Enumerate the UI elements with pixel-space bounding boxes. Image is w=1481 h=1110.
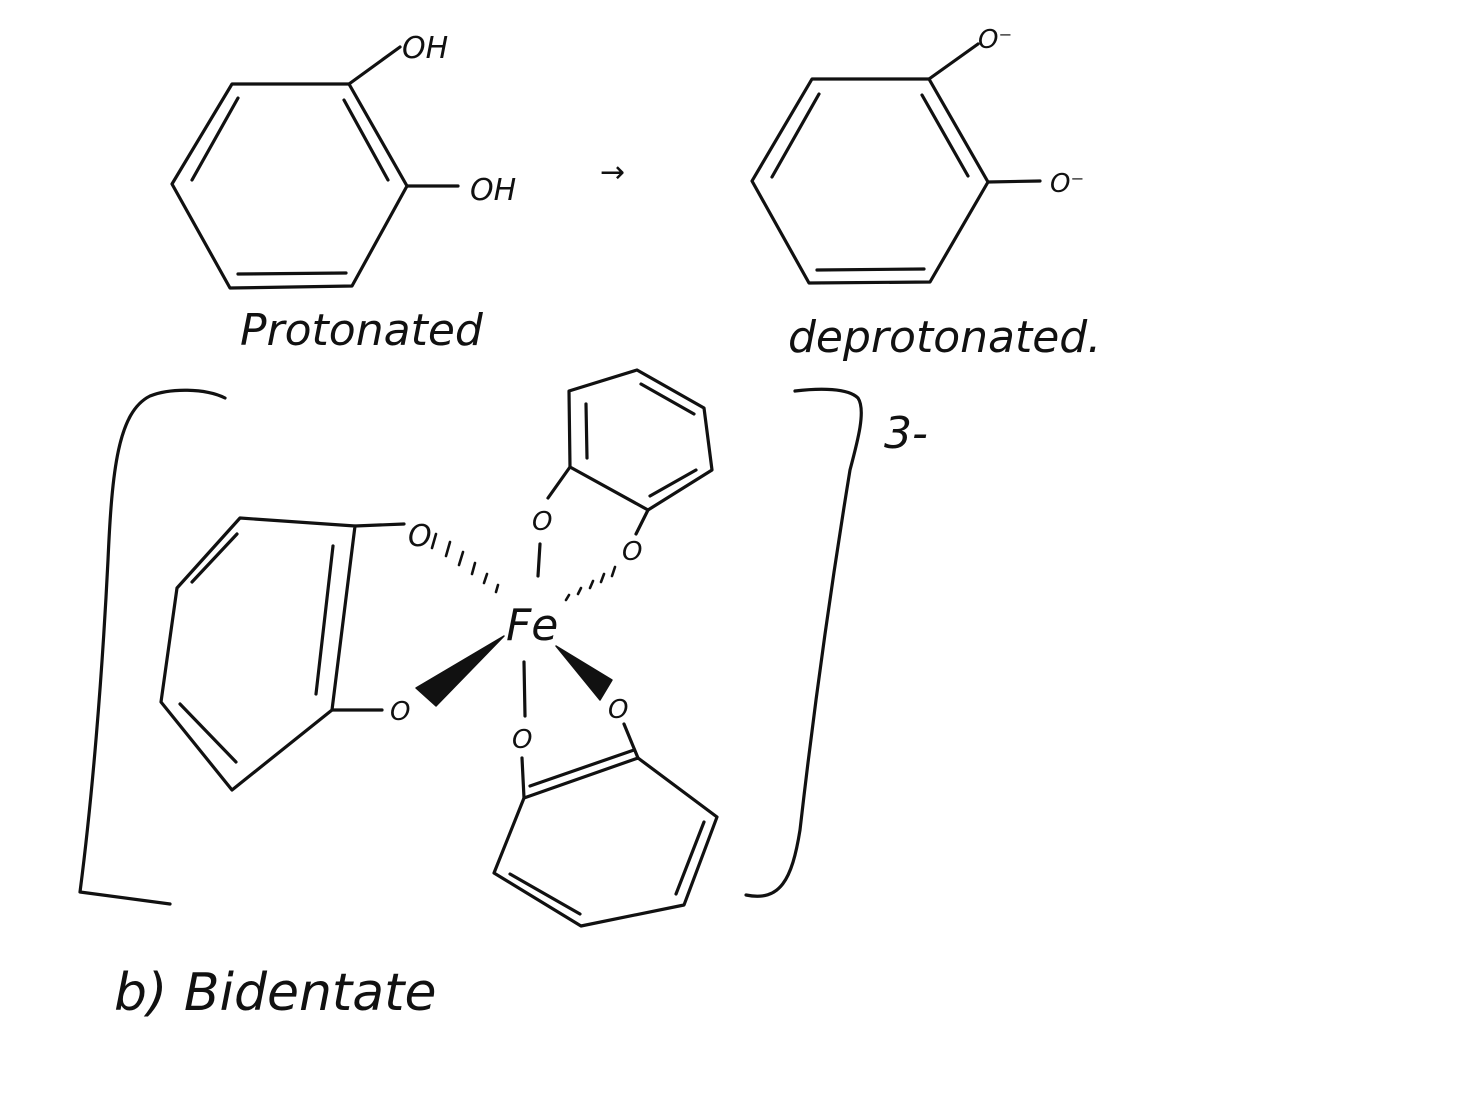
ligand3-oxygen-left: O: [512, 725, 532, 755]
ligand1-bond-to-o1: [546, 465, 572, 500]
product-bond-top-o: [927, 42, 980, 81]
ligand2-double-bond-a: [314, 544, 335, 696]
ligand3-double-bond-b: [674, 820, 706, 896]
reactant-benzene-ring: [170, 82, 409, 290]
ligand3-bond-to-o-left: [520, 756, 526, 800]
ligand2-bond-to-o-top: [353, 522, 406, 528]
ligand1-oxygen-1: O: [532, 507, 552, 537]
right-bracket: [744, 387, 863, 898]
reactant-double-bond-inner-left: [190, 96, 240, 182]
complex-brackets: 3-: [78, 387, 928, 906]
ligand3-double-bond-c: [508, 872, 582, 916]
product-benzene-ring: [750, 77, 990, 285]
ligand-top-right: O O: [532, 368, 714, 602]
ligand2-double-bond-b: [190, 532, 239, 584]
reactant-bond-top-oh: [347, 45, 402, 86]
ligand1-double-bond-c: [648, 468, 698, 498]
product-caption: deprotonated.: [788, 312, 1101, 363]
complex-charge: 3-: [884, 408, 928, 459]
answer-label: b) Bidentate: [114, 963, 437, 1023]
metal-center-fe: Fe: [506, 600, 558, 651]
ligand1-fe-o1-bond: [536, 542, 542, 578]
ligand2-benzene-ring: [159, 516, 357, 792]
reactant-double-bond-inner-bottom: [236, 271, 348, 276]
ligand3-fe-o-left-bond: [522, 660, 527, 718]
product-bond-right-o: [986, 179, 1042, 184]
reactant-oh-right: OH: [470, 173, 516, 208]
ligand1-bond-to-o2: [634, 508, 650, 536]
ligand-left: O O: [159, 516, 505, 792]
ligand2-fe-o-hashed-bond: [430, 532, 500, 594]
reactant-caption: Protonated: [240, 305, 484, 356]
ligand1-benzene-ring: [567, 368, 714, 512]
ligand3-fe-o-right-wedge-bond: [555, 645, 613, 701]
product-o-minus-right: O⁻: [1050, 169, 1084, 199]
product-o-minus-top: O⁻: [978, 25, 1012, 55]
catechol-protonated: OH OH Protonated: [170, 31, 516, 356]
ligand3-oxygen-right: O: [608, 695, 628, 725]
reaction-arrow: →: [600, 155, 625, 190]
ligand3-double-bond-a: [528, 748, 636, 788]
reactant-oh-top: OH: [402, 31, 448, 66]
catecholate-deprotonated: O⁻ O⁻ deprotonated.: [750, 25, 1101, 363]
ligand3-bond-to-o-right: [622, 722, 640, 760]
product-double-bond-inner-bottom: [815, 267, 926, 272]
ligand1-fe-o2-hashed-bond: [564, 565, 617, 602]
ligand1-oxygen-2: O: [622, 537, 642, 567]
ligand2-oxygen-top: O: [408, 519, 432, 554]
left-bracket: [78, 388, 227, 906]
ligand2-fe-o-wedge-bond: [415, 635, 505, 707]
ligand3-benzene-ring: [492, 756, 719, 928]
product-double-bond-inner-left: [770, 92, 821, 179]
ligand-bottom: O O: [492, 645, 719, 928]
product-double-bond-inner-right: [920, 93, 970, 178]
ligand1-double-bond-b: [639, 382, 696, 416]
reactant-double-bond-inner-right: [342, 98, 390, 182]
ligand1-double-bond-a: [584, 402, 589, 460]
ligand2-oxygen-bottom: O: [390, 697, 410, 727]
ligand2-double-bond-c: [178, 702, 238, 764]
